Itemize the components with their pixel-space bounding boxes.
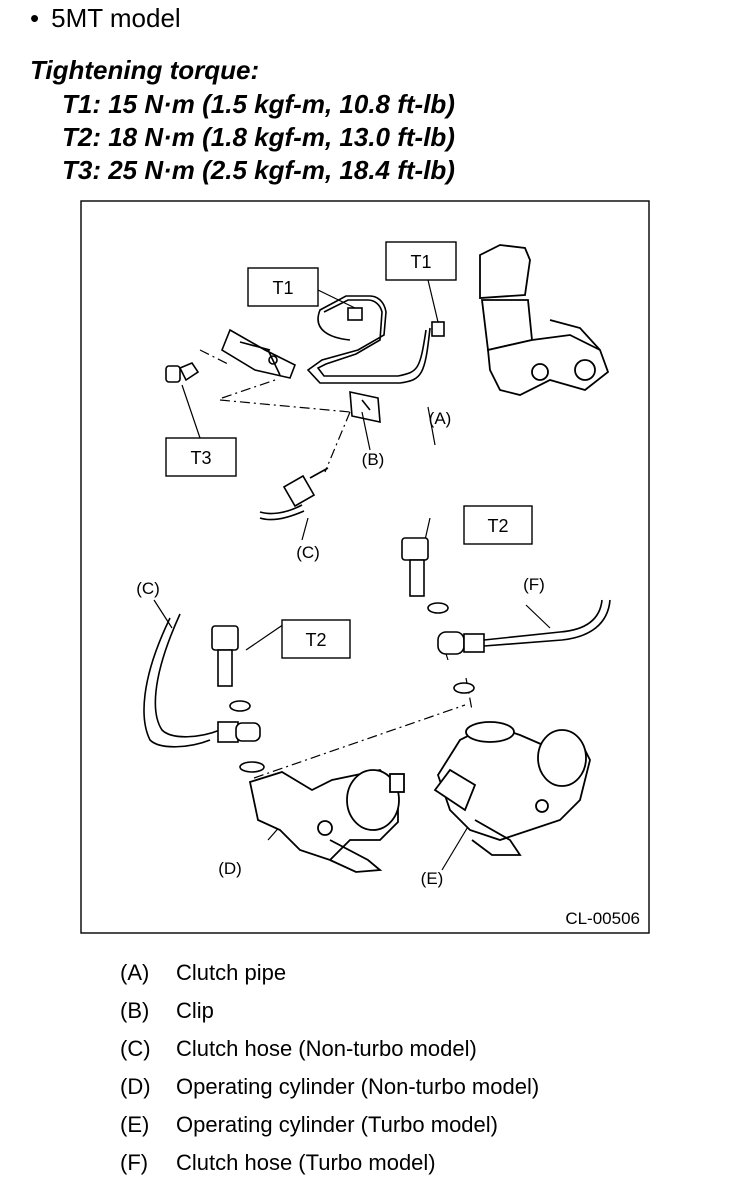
bracket-drawing xyxy=(221,328,297,379)
legend-text: Clutch pipe xyxy=(176,960,287,985)
callout-t2-upper: T2 xyxy=(487,516,508,536)
legend-text: Clutch hose (Turbo model) xyxy=(176,1150,436,1175)
legend-letter: (C) xyxy=(120,1036,151,1061)
clutch-pipe-drawing xyxy=(306,295,445,384)
master-cylinder-drawing xyxy=(479,244,610,396)
legend-letter: (E) xyxy=(120,1112,150,1137)
legend-text: Clutch hose (Non-turbo model) xyxy=(176,1036,477,1061)
legend-letter: (D) xyxy=(120,1074,151,1099)
parts-legend: (A) Clutch pipe (B) Clip (C) Clutch hose… xyxy=(120,958,680,1186)
callout-t3-box xyxy=(165,437,237,477)
bolt-t2-lower-drawing xyxy=(211,625,265,773)
legend-item: (D) Operating cylinder (Non-turbo model) xyxy=(120,1072,680,1110)
clutch-hydraulic-diagram: T1 T1 T3 T2 T2 (A) (B) (C) (C) (F) (D) (… xyxy=(80,200,650,934)
legend-item: (F) Clutch hose (Turbo model) xyxy=(120,1148,680,1186)
legend-item: (E) Operating cylinder (Turbo model) xyxy=(120,1110,680,1148)
legend-item: (A) Clutch pipe xyxy=(120,958,680,996)
clip-drawing xyxy=(349,390,381,424)
hose-c-upper-drawing xyxy=(259,467,329,521)
hose-c-lower-drawing xyxy=(143,613,261,748)
legend-letter: (A) xyxy=(120,960,150,985)
legend-text: Operating cylinder (Non-turbo model) xyxy=(176,1074,540,1099)
operating-cylinder-d-drawing xyxy=(248,769,405,873)
torque-title: Tightening torque: xyxy=(30,55,260,85)
bullet-icon: • xyxy=(30,3,40,33)
part-label-d: (D) xyxy=(218,859,242,878)
legend-letter: (F) xyxy=(120,1150,149,1175)
part-label-a: (A) xyxy=(429,409,452,428)
part-label-c-lower: (C) xyxy=(136,579,160,598)
callout-t3: T3 xyxy=(190,448,211,468)
part-label-c-upper: (C) xyxy=(296,543,320,562)
torque-line-t3: T3: 25 N·m (2.5 kgf-m, 18.4 ft-lb) xyxy=(62,155,455,185)
legend-letter: (B) xyxy=(120,998,150,1023)
callout-t1-left: T1 xyxy=(272,278,293,298)
model-label: 5MT model xyxy=(51,3,181,33)
figure-code: CL-00506 xyxy=(565,909,640,928)
callout-t1-left-box xyxy=(247,267,319,307)
t3-bolt-drawing xyxy=(165,362,200,383)
legend-item: (C) Clutch hose (Non-turbo model) xyxy=(120,1034,680,1072)
torque-line-t1: T1: 15 N·m (1.5 kgf-m, 10.8 ft-lb) xyxy=(62,89,455,119)
legend-text: Operating cylinder (Turbo model) xyxy=(176,1112,498,1137)
callout-t2-upper-box xyxy=(463,505,533,545)
hose-f-drawing xyxy=(437,599,611,655)
figure-border xyxy=(80,200,650,934)
leader-lines xyxy=(153,279,551,871)
model-heading: • 5MT model xyxy=(30,2,181,34)
legend-item: (B) Clip xyxy=(120,996,680,1034)
part-label-b: (B) xyxy=(362,450,385,469)
torque-line-t2: T2: 18 N·m (1.8 kgf-m, 13.0 ft-lb) xyxy=(62,122,455,152)
bolt-t2-upper-drawing xyxy=(401,537,475,694)
part-label-e: (E) xyxy=(421,869,444,888)
callout-t2-lower: T2 xyxy=(305,630,326,650)
operating-cylinder-e-drawing xyxy=(433,721,591,856)
callout-t2-lower-box xyxy=(281,619,351,659)
part-label-f: (F) xyxy=(523,575,545,594)
callout-t1-right-box xyxy=(385,241,457,281)
legend-text: Clip xyxy=(176,998,214,1023)
callout-t1-right: T1 xyxy=(410,252,431,272)
